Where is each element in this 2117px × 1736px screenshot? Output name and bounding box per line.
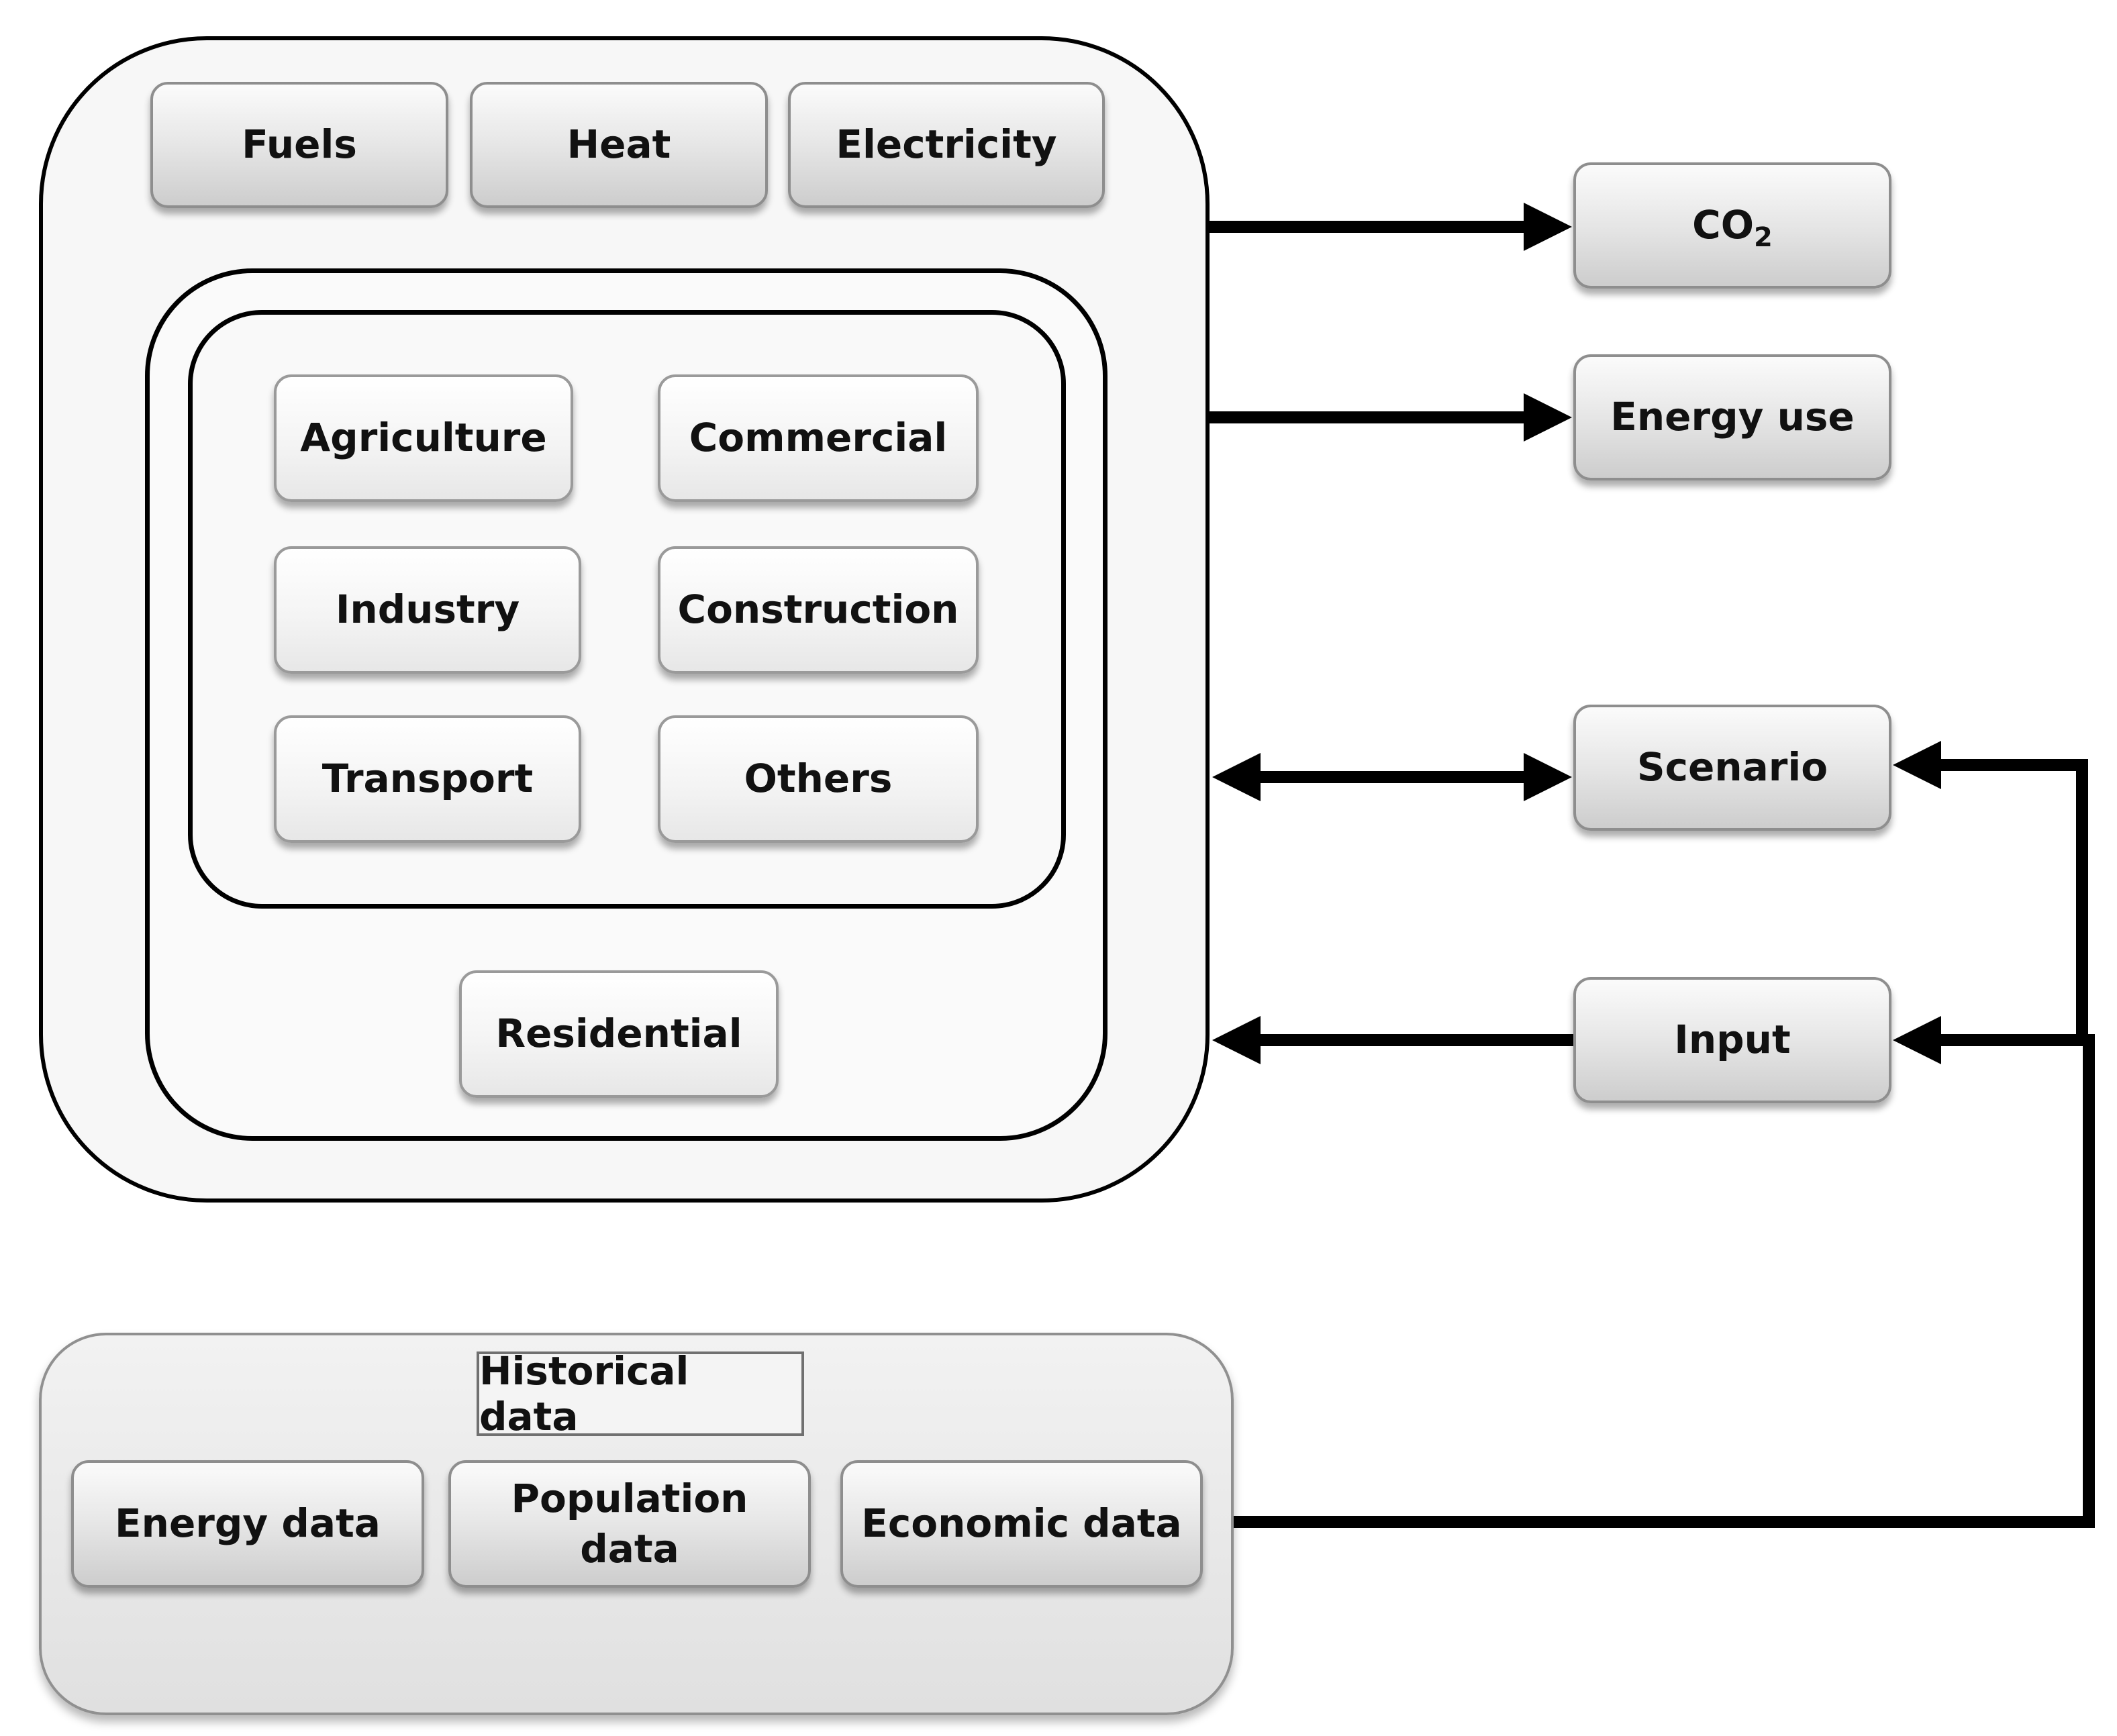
energy-use-label: Energy use xyxy=(1610,394,1855,440)
historical-to-scenario-arrow-head xyxy=(1893,741,1941,789)
heat-label: Heat xyxy=(567,121,671,168)
population-data-box: Population data xyxy=(448,1460,811,1588)
energy-data-label: Energy data xyxy=(115,1500,381,1547)
others-box: Others xyxy=(658,715,979,843)
historical-feed-line xyxy=(1234,1034,2095,1528)
population-data-label: Population data xyxy=(511,1475,748,1572)
energy-data-box: Energy data xyxy=(71,1460,424,1588)
historical-data-title-label: Historical data xyxy=(479,1348,689,1439)
electricity-box: Electricity xyxy=(788,82,1105,208)
scenario-arrow-head-left xyxy=(1212,753,1261,801)
commercial-box: Commercial xyxy=(658,374,979,502)
scenario-box: Scenario xyxy=(1573,705,1891,831)
input-box: Input xyxy=(1573,977,1891,1103)
agriculture-label: Agriculture xyxy=(300,415,547,461)
agriculture-box: Agriculture xyxy=(274,374,573,502)
fuels-label: Fuels xyxy=(242,121,357,168)
economic-data-box: Economic data xyxy=(840,1460,1203,1588)
co2-box: CO2 xyxy=(1573,162,1891,289)
energy-use-arrow-head xyxy=(1524,393,1572,442)
construction-label: Construction xyxy=(677,586,959,633)
energy-use-box: Energy use xyxy=(1573,354,1891,480)
input-label: Input xyxy=(1674,1017,1791,1063)
historical-data-title: Historical data xyxy=(477,1348,804,1439)
industry-label: Industry xyxy=(335,586,520,633)
electricity-label: Electricity xyxy=(836,121,1057,168)
others-label: Others xyxy=(744,756,893,802)
construction-box: Construction xyxy=(658,546,979,674)
transport-label: Transport xyxy=(322,756,534,802)
co2-label: CO2 xyxy=(1692,202,1773,254)
input-arrow-head xyxy=(1212,1016,1261,1064)
fuels-box: Fuels xyxy=(150,82,448,208)
historical-to-input-arrow-head xyxy=(1893,1016,1941,1064)
residential-label: Residential xyxy=(495,1011,742,1057)
co2-arrow-head xyxy=(1524,203,1572,251)
transport-box: Transport xyxy=(274,715,581,843)
residential-box: Residential xyxy=(459,970,779,1098)
scenario-label: Scenario xyxy=(1636,744,1828,790)
heat-box: Heat xyxy=(470,82,768,208)
commercial-label: Commercial xyxy=(689,415,948,461)
scenario-arrow-head-right xyxy=(1524,753,1572,801)
scenario-feed-line xyxy=(1934,759,2088,1040)
economic-data-label: Economic data xyxy=(861,1500,1182,1547)
industry-box: Industry xyxy=(274,546,581,674)
